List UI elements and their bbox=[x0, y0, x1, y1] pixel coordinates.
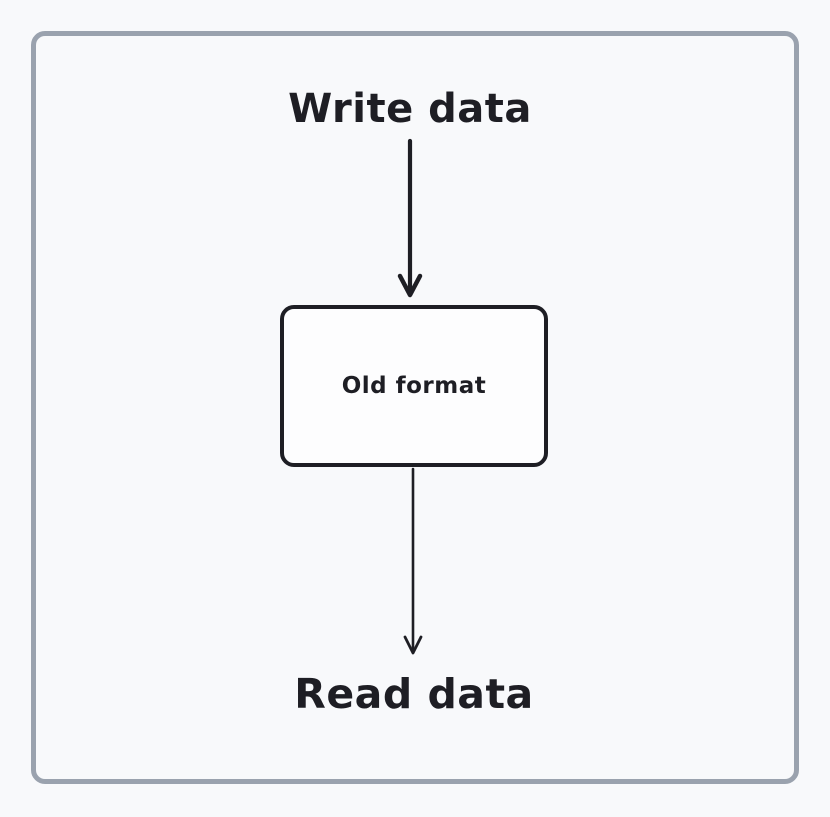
read-data-label: Read data bbox=[294, 670, 534, 718]
old-format-node-label: Old format bbox=[341, 373, 487, 399]
old-format-node: Old format bbox=[280, 305, 548, 467]
write-data-label: Write data bbox=[288, 86, 532, 132]
canvas-frame bbox=[31, 31, 799, 784]
